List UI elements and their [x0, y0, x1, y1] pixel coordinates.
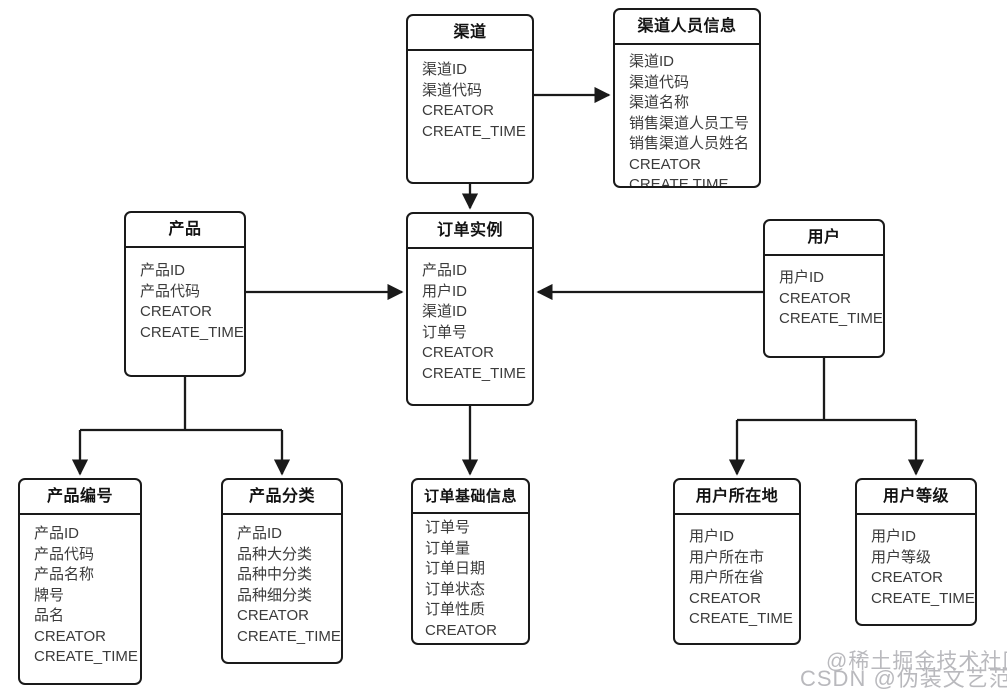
entity-user[interactable]: 用户 用户ID CREATOR CREATE_TIME — [763, 219, 885, 358]
entity-field: 牌号 — [34, 586, 65, 604]
entity-field-list: 产品ID 用户ID 渠道ID 订单号 CREATOR CREATE_TIME — [408, 249, 532, 390]
entity-product-category[interactable]: 产品分类 产品ID 品种大分类 品种中分类 品种细分类 CREATOR CREA… — [221, 478, 343, 664]
watermark-juejin: @稀土掘金技术社区 — [826, 650, 1007, 673]
entity-field: 品种细分类 — [237, 586, 313, 604]
entity-field: 用户所在市 — [689, 548, 765, 566]
entity-field-list: 渠道ID 渠道代码 渠道名称 销售渠道人员工号 销售渠道人员姓名 CREATOR… — [615, 45, 759, 188]
entity-field: CREATOR — [34, 627, 106, 645]
entity-field: 订单日期 — [425, 560, 486, 577]
entity-field: CREATOR — [237, 607, 309, 624]
entity-field: CREATE_TIME — [34, 648, 138, 665]
entity-field: 用户ID — [689, 528, 735, 545]
entity-field: CREATE TIME — [425, 641, 528, 643]
entity-field-list: 产品ID 品种大分类 品种中分类 品种细分类 CREATOR CREATE_TI… — [223, 515, 341, 653]
entity-field-list: 用户ID CREATOR CREATE_TIME — [765, 256, 883, 336]
entity-field: 订单状态 — [425, 580, 486, 598]
entity-field-list: 产品ID 产品代码 CREATOR CREATE_TIME — [126, 248, 244, 349]
entity-user-location[interactable]: 用户所在地 用户ID 用户所在市 用户所在省 CREATOR CREATE_TI… — [673, 478, 801, 645]
entity-field: CREATOR — [629, 155, 701, 173]
entity-field: CREATOR — [779, 289, 851, 307]
entity-field: 渠道ID — [629, 53, 675, 70]
entity-title: 用户 — [765, 221, 883, 256]
entity-field: 用户所在省 — [689, 569, 765, 586]
entity-field: CREATOR — [689, 589, 761, 607]
entity-field-list: 渠道ID 渠道代码 CREATOR CREATE_TIME — [408, 51, 532, 148]
entity-field: 渠道代码 — [422, 81, 483, 99]
entity-field: 订单号 — [425, 519, 471, 536]
entity-user-level[interactable]: 用户等级 用户ID 用户等级 CREATOR CREATE_TIME — [855, 478, 977, 626]
entity-title: 产品 — [126, 213, 244, 248]
entity-channel[interactable]: 渠道 渠道ID 渠道代码 CREATOR CREATE_TIME — [406, 14, 534, 184]
entity-title: 订单实例 — [408, 214, 532, 249]
entity-field: 品名 — [34, 607, 65, 624]
entity-field: CREATE_TIME — [422, 122, 526, 140]
entity-field: 销售渠道人员工号 — [629, 114, 750, 132]
entity-field: 品种大分类 — [237, 545, 313, 563]
entity-field: 渠道代码 — [629, 73, 690, 91]
entity-product-number[interactable]: 产品编号 产品ID 产品代码 产品名称 牌号 品名 CREATOR CREATE… — [18, 478, 142, 685]
entity-field: 品种中分类 — [237, 566, 313, 583]
entity-field-list: 订单号 订单量 订单日期 订单状态 订单性质 CREATOR CREATE TI… — [413, 514, 528, 643]
entity-field: CREATE TIME — [629, 176, 729, 188]
entity-field: 产品ID — [34, 525, 80, 542]
entity-field: 产品代码 — [34, 545, 95, 563]
entity-field: CREATOR — [422, 344, 494, 361]
entity-channel-staff[interactable]: 渠道人员信息 渠道ID 渠道代码 渠道名称 销售渠道人员工号 销售渠道人员姓名 … — [613, 8, 761, 188]
entity-title: 产品编号 — [20, 480, 140, 515]
entity-field: CREATE_TIME — [779, 310, 883, 327]
entity-field: 销售渠道人员姓名 — [629, 135, 750, 152]
entity-title: 订单基础信息 — [413, 480, 528, 514]
entity-field: CREATOR — [140, 303, 212, 320]
entity-field-list: 用户ID 用户所在市 用户所在省 CREATOR CREATE_TIME — [675, 515, 799, 636]
entity-title: 渠道 — [408, 16, 532, 51]
entity-order-basic[interactable]: 订单基础信息 订单号 订单量 订单日期 订单状态 订单性质 CREATOR CR… — [411, 478, 530, 645]
entity-field-list: 用户ID 用户等级 CREATOR CREATE_TIME — [857, 515, 975, 615]
entity-field: 订单性质 — [425, 601, 486, 618]
entity-field: 用户等级 — [871, 548, 932, 566]
entity-title: 渠道人员信息 — [615, 10, 759, 45]
entity-field: 渠道名称 — [629, 94, 690, 111]
entity-field: CREATOR — [422, 102, 494, 119]
entity-title: 用户等级 — [857, 480, 975, 515]
entity-field: 产品ID — [237, 525, 283, 542]
entity-product[interactable]: 产品 产品ID 产品代码 CREATOR CREATE_TIME — [124, 211, 246, 377]
entity-field: 渠道ID — [422, 303, 468, 320]
entity-field: 渠道ID — [422, 61, 468, 78]
entity-title: 产品分类 — [223, 480, 341, 515]
entity-order-instance[interactable]: 订单实例 产品ID 用户ID 渠道ID 订单号 CREATOR CREATE_T… — [406, 212, 534, 406]
entity-title: 用户所在地 — [675, 480, 799, 515]
entity-field: CREATE_TIME — [871, 589, 975, 607]
entity-field: CREATE_TIME — [237, 627, 341, 645]
entity-field-list: 产品ID 产品代码 产品名称 牌号 品名 CREATOR CREATE_TIME — [20, 515, 140, 674]
entity-field: 产品ID — [140, 262, 186, 279]
entity-field: CREATE_TIME — [689, 610, 793, 627]
entity-field: CREATE_TIME — [140, 323, 244, 341]
entity-field: 用户ID — [779, 269, 825, 286]
entity-field: 产品名称 — [34, 566, 95, 583]
watermark-csdn: CSDN @伪装文艺范儿 — [800, 666, 1007, 691]
entity-field: 产品代码 — [140, 282, 201, 300]
entity-field: CREATOR — [871, 569, 943, 586]
entity-field: 用户ID — [422, 282, 468, 300]
entity-field: CREATOR — [425, 621, 497, 639]
entity-field: 用户ID — [871, 528, 917, 545]
entity-field: 订单量 — [425, 539, 471, 557]
entity-field: CREATE_TIME — [422, 364, 526, 382]
entity-field: 产品ID — [422, 262, 468, 279]
entity-field: 订单号 — [422, 323, 468, 341]
